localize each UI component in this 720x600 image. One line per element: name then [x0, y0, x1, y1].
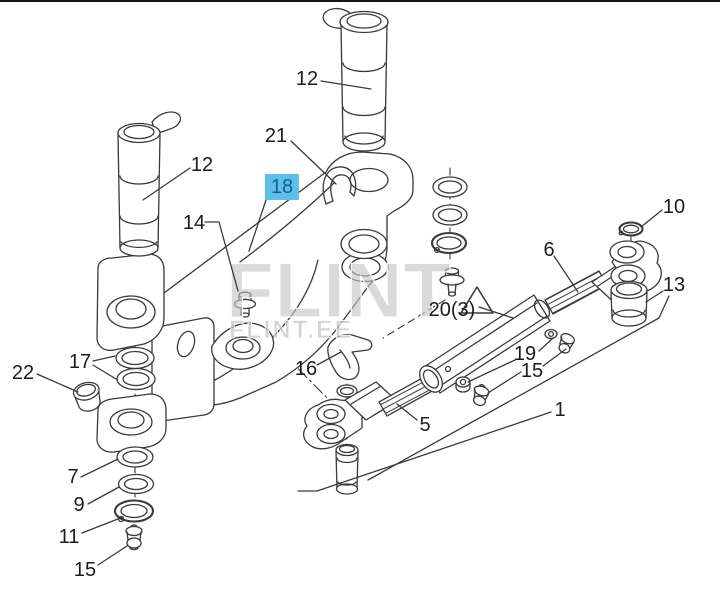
center-ring-stack — [430, 176, 468, 297]
part-label-9[interactable]: 9 — [73, 494, 85, 516]
bolt-on-arm — [233, 291, 257, 318]
snap-ring-10 — [618, 221, 644, 237]
main-casting — [96, 151, 414, 453]
clip-21 — [322, 166, 357, 205]
part-label-7[interactable]: 7 — [67, 466, 79, 488]
leader-lines — [36, 80, 670, 566]
left-hardware-stack — [72, 346, 156, 551]
part-label-17[interactable]: 17 — [68, 351, 92, 373]
part-label-14[interactable]: 14 — [182, 212, 206, 234]
part-label-20-3-[interactable]: 20(3) — [428, 299, 476, 321]
part-label-15[interactable]: 15 — [73, 559, 97, 581]
nut-19 — [455, 376, 471, 393]
clevis-lower — [302, 381, 398, 450]
part-label-15[interactable]: 15 — [520, 360, 544, 382]
part-label-12[interactable]: 12 — [295, 68, 319, 90]
part-label-11[interactable]: 11 — [58, 526, 80, 548]
part-label-5[interactable]: 5 — [419, 414, 431, 436]
part-label-21[interactable]: 21 — [264, 125, 288, 147]
top-link-assembly — [302, 221, 662, 495]
watermark-large: FLINT — [226, 246, 452, 334]
part-label-6[interactable]: 6 — [543, 239, 555, 261]
cap-22 — [72, 381, 101, 412]
part-label-19[interactable]: 19 — [513, 343, 537, 365]
bolt-center — [439, 267, 465, 297]
pin-12-left — [117, 111, 181, 257]
watermark-small: FLINT.EE — [229, 316, 353, 344]
warning-triangle-icon — [460, 286, 494, 314]
part-label-12[interactable]: 12 — [190, 154, 214, 176]
ring-and-fitting-right — [544, 328, 575, 354]
pin-13-bottom — [335, 443, 359, 495]
part-label-18[interactable]: 18 — [264, 174, 300, 200]
watermark: FLINT FLINT.EE — [225, 245, 452, 344]
pin-12-center — [322, 7, 389, 152]
top-border — [0, 0, 720, 2]
grease-fitting-bottom — [125, 524, 143, 551]
part-label-13[interactable]: 13 — [662, 274, 686, 296]
pin-13-right — [610, 280, 648, 327]
part-label-1[interactable]: 1 — [554, 399, 566, 421]
turnbuckle-body-20 — [419, 294, 551, 394]
part-label-10[interactable]: 10 — [662, 196, 686, 218]
part-label-16[interactable]: 16 — [294, 358, 318, 380]
part-label-22[interactable]: 22 — [11, 362, 35, 384]
grease-fitting-mid — [472, 384, 490, 407]
